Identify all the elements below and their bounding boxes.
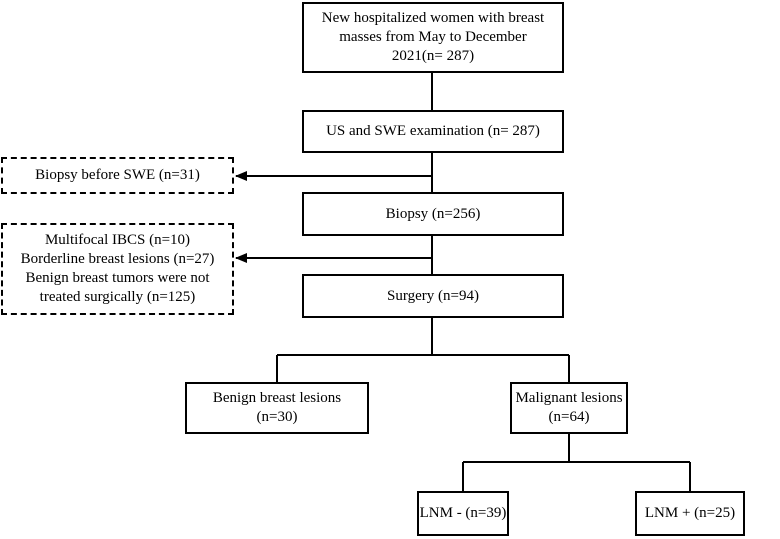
- node-lnm-positive-label: LNM + (n=25): [644, 505, 736, 521]
- node-malignant-line: Malignant lesions: [515, 390, 623, 406]
- node-biopsy-label: Biopsy (n=256): [385, 205, 481, 222]
- node-excl1-label: Biopsy before SWE (n=31): [35, 167, 200, 183]
- node-benign-line: Benign breast lesions: [212, 390, 342, 406]
- node-start: New hospitalized women with breast masse…: [302, 2, 564, 73]
- node-excl2-line: Benign breast tumors were not: [25, 270, 210, 286]
- node-exam-label: US and SWE examination (n= 287): [326, 123, 540, 139]
- node-lnm-negative-label: LNM - (n=39): [419, 505, 507, 521]
- node-surgery-label: Surgery (n=94): [387, 287, 479, 304]
- node-lnm-negative: LNM - (n=39): [417, 491, 509, 536]
- node-surgery: Surgery (n=94): [302, 274, 564, 318]
- node-benign: Benign breast lesions (n=30): [185, 382, 369, 434]
- node-start-line: New hospitalized women with breast: [321, 10, 545, 26]
- node-excl2: Multifocal IBCS (n=10) Borderline breast…: [1, 223, 234, 315]
- node-malignant: Malignant lesions (n=64): [510, 382, 628, 434]
- node-start-line: 2021(n= 287): [391, 48, 475, 64]
- node-excl1: Biopsy before SWE (n=31): [1, 157, 234, 194]
- node-biopsy: Biopsy (n=256): [302, 192, 564, 236]
- node-excl2-line: Multifocal IBCS (n=10): [44, 232, 191, 248]
- node-exam: US and SWE examination (n= 287): [302, 110, 564, 153]
- node-excl2-line: treated surgically (n=125): [39, 289, 196, 305]
- node-benign-line: (n=30): [256, 409, 298, 425]
- node-excl2-line: Borderline breast lesions (n=27): [20, 251, 215, 267]
- node-lnm-positive: LNM + (n=25): [635, 491, 745, 536]
- node-start-line: masses from May to December: [339, 29, 527, 45]
- node-malignant-line: (n=64): [548, 409, 590, 425]
